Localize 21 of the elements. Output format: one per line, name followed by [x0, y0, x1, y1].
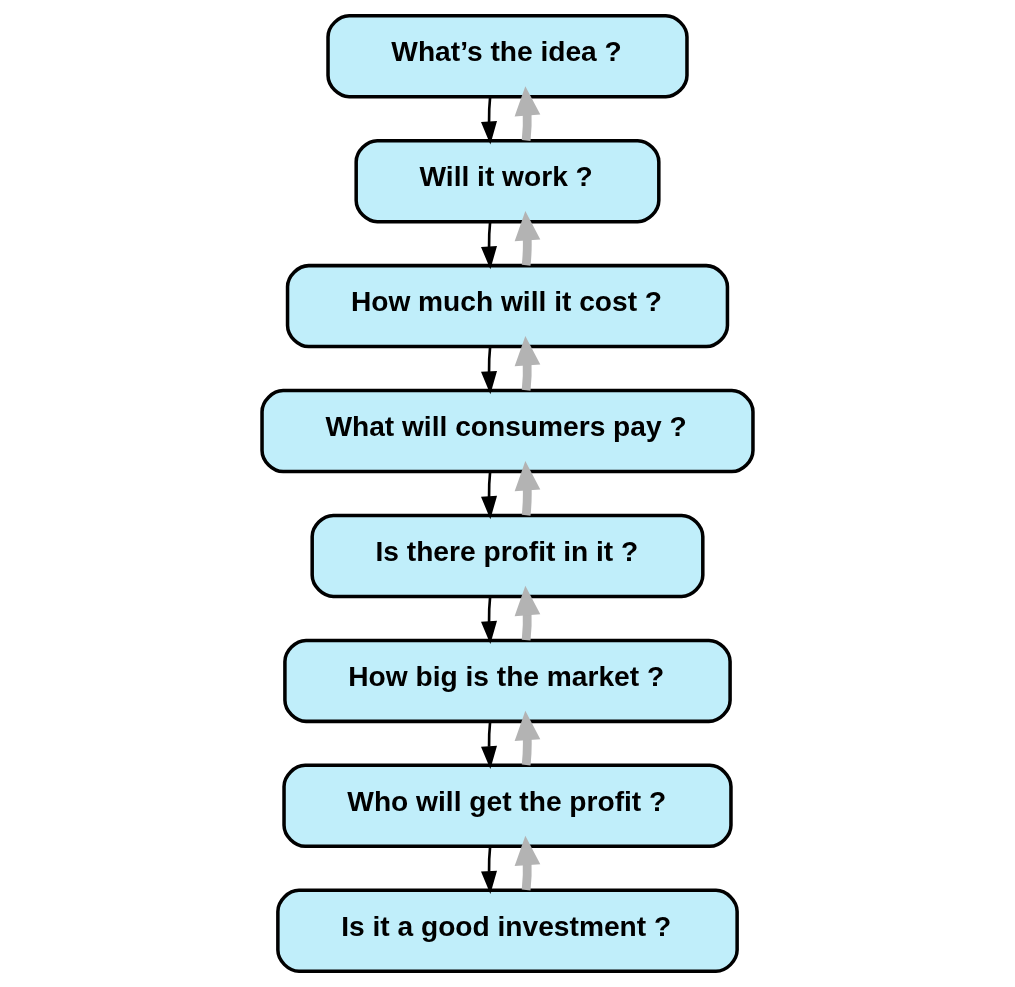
arrow: [514, 336, 541, 391]
node-box: Is there profit in it ?: [310, 513, 705, 599]
arrow: [481, 721, 498, 770]
node-box: What’s the idea ?: [326, 14, 689, 99]
node-box: Is it a good investment ?: [276, 888, 739, 973]
arrow: [514, 211, 541, 266]
arrow: [481, 471, 498, 520]
arrow: [514, 460, 541, 516]
arrow: [481, 96, 498, 145]
node-box: How much will it cost ?: [285, 263, 730, 349]
node-box: How big is the market ?: [283, 638, 732, 724]
arrow: [514, 585, 541, 641]
arrow: [514, 710, 541, 766]
arrow: [481, 346, 498, 395]
node-box: Will it work ?: [354, 138, 661, 224]
arrow: [481, 596, 498, 645]
node-box: Who will get the profit ?: [282, 763, 733, 849]
arrow: [514, 86, 541, 141]
arrow: [481, 221, 498, 270]
arrow: [481, 846, 498, 894]
node-box: What will consumers pay ?: [260, 388, 755, 474]
